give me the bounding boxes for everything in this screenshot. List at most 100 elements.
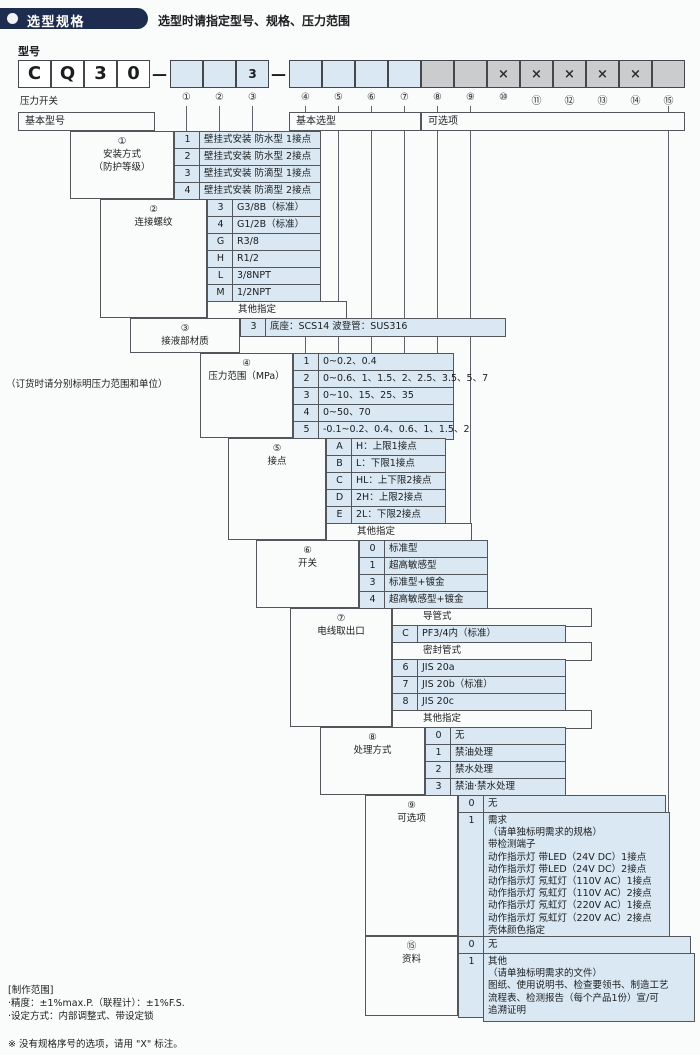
spec-group-label: ① 安装方式 （防护等级） (70, 131, 174, 199)
model-position-box-7 (388, 60, 421, 88)
position-number-4: ④ (301, 92, 310, 103)
spec-group-number: ⑨ (407, 800, 416, 811)
spec-group-label: ② 连接螺纹 (100, 199, 207, 318)
spec-desc-line: 动作指示灯 带LED（24V DC）1接点 (488, 851, 647, 863)
model-prefix-box-4: 0 (117, 60, 150, 88)
connector-line (470, 106, 471, 795)
position-number-13: ⑬ (597, 96, 608, 107)
series-caption: 压力开关 (20, 96, 59, 107)
model-position-box-5 (322, 60, 355, 88)
position-number-3: ③ (248, 92, 257, 103)
spec-group-number: ⑥ (303, 545, 312, 556)
spec-group-number: ⑧ (368, 732, 377, 743)
spec-desc-cell: 0~50、70 (318, 404, 454, 423)
model-position-box-6 (355, 60, 388, 88)
model-prefix-box-3: 3 (84, 60, 117, 88)
position-number-8: ⑧ (433, 92, 442, 103)
connector-line (338, 106, 339, 438)
connector-line (668, 106, 669, 936)
section-badge: 选型规格 (0, 8, 148, 30)
spec-desc-line: 流程表、检测报告（每个产品1份）宣/可 (488, 992, 659, 1004)
spec-code-cell: 1 (458, 812, 485, 938)
spec-group-title: 安装方式 (102, 149, 141, 160)
section-badge-label: 选型规格 (27, 15, 86, 30)
spec-code-cell: 3 (240, 318, 267, 337)
model-position-box-13: × (586, 60, 619, 88)
spec-group-number: ① (117, 136, 127, 147)
spec-group-label: ③ 接液部材质 (130, 318, 240, 353)
spec-desc-cell: 底座：SCS14 波登管：SUS316 (265, 318, 506, 337)
spec-group-label: ⑤ 接点 (228, 438, 326, 540)
position-number-14: ⑭ (630, 96, 641, 107)
spec-desc-line: 追溯证明 (488, 1004, 527, 1016)
spec-code-cell: 1 (458, 953, 485, 1018)
spec-desc-line: 图纸、使用说明书、检查要领书、制造工艺 (488, 980, 669, 992)
model-position-box-11: × (520, 60, 553, 88)
position-number-5: ⑤ (334, 92, 343, 103)
x-mark-note: ※ 没有规格序号的选项，请用 "X" 标注。 (8, 1039, 183, 1050)
spec-group-title: 开关 (297, 558, 317, 569)
model-position-box-3: 3 (236, 60, 269, 88)
badge-circle-icon (7, 13, 18, 24)
spec-group-label: ⑥ 开关 (256, 540, 359, 608)
position-number-15: ⑮ (663, 96, 674, 107)
model-position-box-1 (170, 60, 203, 88)
spec-group-title: 压力范围（MPa） (208, 371, 285, 382)
section-subtitle: 选型时请指定型号、规格、压力范围 (158, 14, 351, 28)
spec-group-title: （防护等级） (93, 162, 151, 173)
spec-desc-line: 动作指示灯 氖虹灯（220V AC）1接点 (488, 900, 652, 912)
model-label: 型号 (18, 45, 40, 58)
spec-group-title: 连接螺纹 (134, 217, 173, 228)
column-header-basic-selection: 基本选型 (289, 112, 421, 131)
model-position-box-2 (203, 60, 236, 88)
model-position-box-8 (421, 60, 454, 88)
position-number-7: ⑦ (400, 92, 409, 103)
spec-desc-line: 需求 (488, 815, 508, 826)
spec-desc-cell: G3/8B（标准） (232, 199, 321, 218)
spec-group-label: ⑨ 可选项 (365, 795, 458, 936)
spec-desc-cell: 其他（请单独标明需求的文件）图纸、使用说明书、检查要领书、制造工艺流程表、检测报… (483, 953, 695, 1022)
spec-group-label: ⑧ 处理方式 (320, 727, 425, 795)
spec-group-title: 接点 (267, 456, 287, 467)
model-dash: — (152, 65, 167, 83)
column-header-basic-model: 基本型号 (18, 112, 155, 131)
model-position-box-4 (289, 60, 322, 88)
production-scope-title: [制作范围] (8, 985, 54, 996)
spec-group-title: 资料 (401, 954, 421, 965)
spec-group-number: ② (149, 204, 158, 215)
spec-group-number: ③ (180, 323, 190, 334)
spec-group-title: 处理方式 (353, 745, 392, 756)
position-number-12: ⑫ (564, 96, 575, 107)
model-position-box-15 (652, 60, 685, 88)
spec-desc-line: 动作指示灯 氖虹灯（220V AC）2接点 (488, 912, 652, 924)
connector-line (186, 106, 187, 131)
order-note: （订货时请分别标明压力范围和单位） (6, 379, 168, 390)
model-position-box-9 (454, 60, 487, 88)
spec-desc-line: 其他 (488, 956, 508, 967)
spec-group-title: 可选项 (397, 813, 426, 824)
production-scope-line-2: ·设定方式：内部调整式、带设定锁 (8, 1011, 154, 1022)
model-dash: — (271, 65, 286, 83)
model-prefix-box-2: Q (51, 60, 84, 88)
position-number-6: ⑥ (367, 92, 376, 103)
spec-group-number: ⑤ (272, 443, 282, 454)
position-number-10: ⑩ (499, 92, 508, 103)
column-header-options: 可选项 (421, 112, 685, 131)
spec-group-number: ⑦ (336, 613, 346, 624)
spec-group-number: ④ (242, 358, 251, 369)
spec-desc-line: 动作指示灯 带LED（24V DC）2接点 (488, 863, 647, 875)
position-number-2: ② (215, 92, 224, 103)
model-position-box-10: × (487, 60, 520, 88)
spec-group-title: 接液部材质 (161, 336, 209, 347)
position-number-11: ⑪ (531, 96, 542, 107)
spec-desc-line: 带检测端子 (488, 839, 536, 851)
spec-desc-line: 动作指示灯 氖虹灯（110V AC）2接点 (488, 888, 652, 900)
production-scope-line-1: ·精度：±1%max.P.（联程计）：±1%F.S. (8, 998, 185, 1009)
model-position-box-12: × (553, 60, 586, 88)
spec-group-title: 电线取出口 (317, 626, 365, 637)
spec-desc-line: （请单独标明需求的规格） (488, 827, 603, 839)
spec-desc-line: 壳体颜色指定 (488, 924, 546, 936)
spec-group-label: ⑦ 电线取出口 (290, 608, 392, 727)
